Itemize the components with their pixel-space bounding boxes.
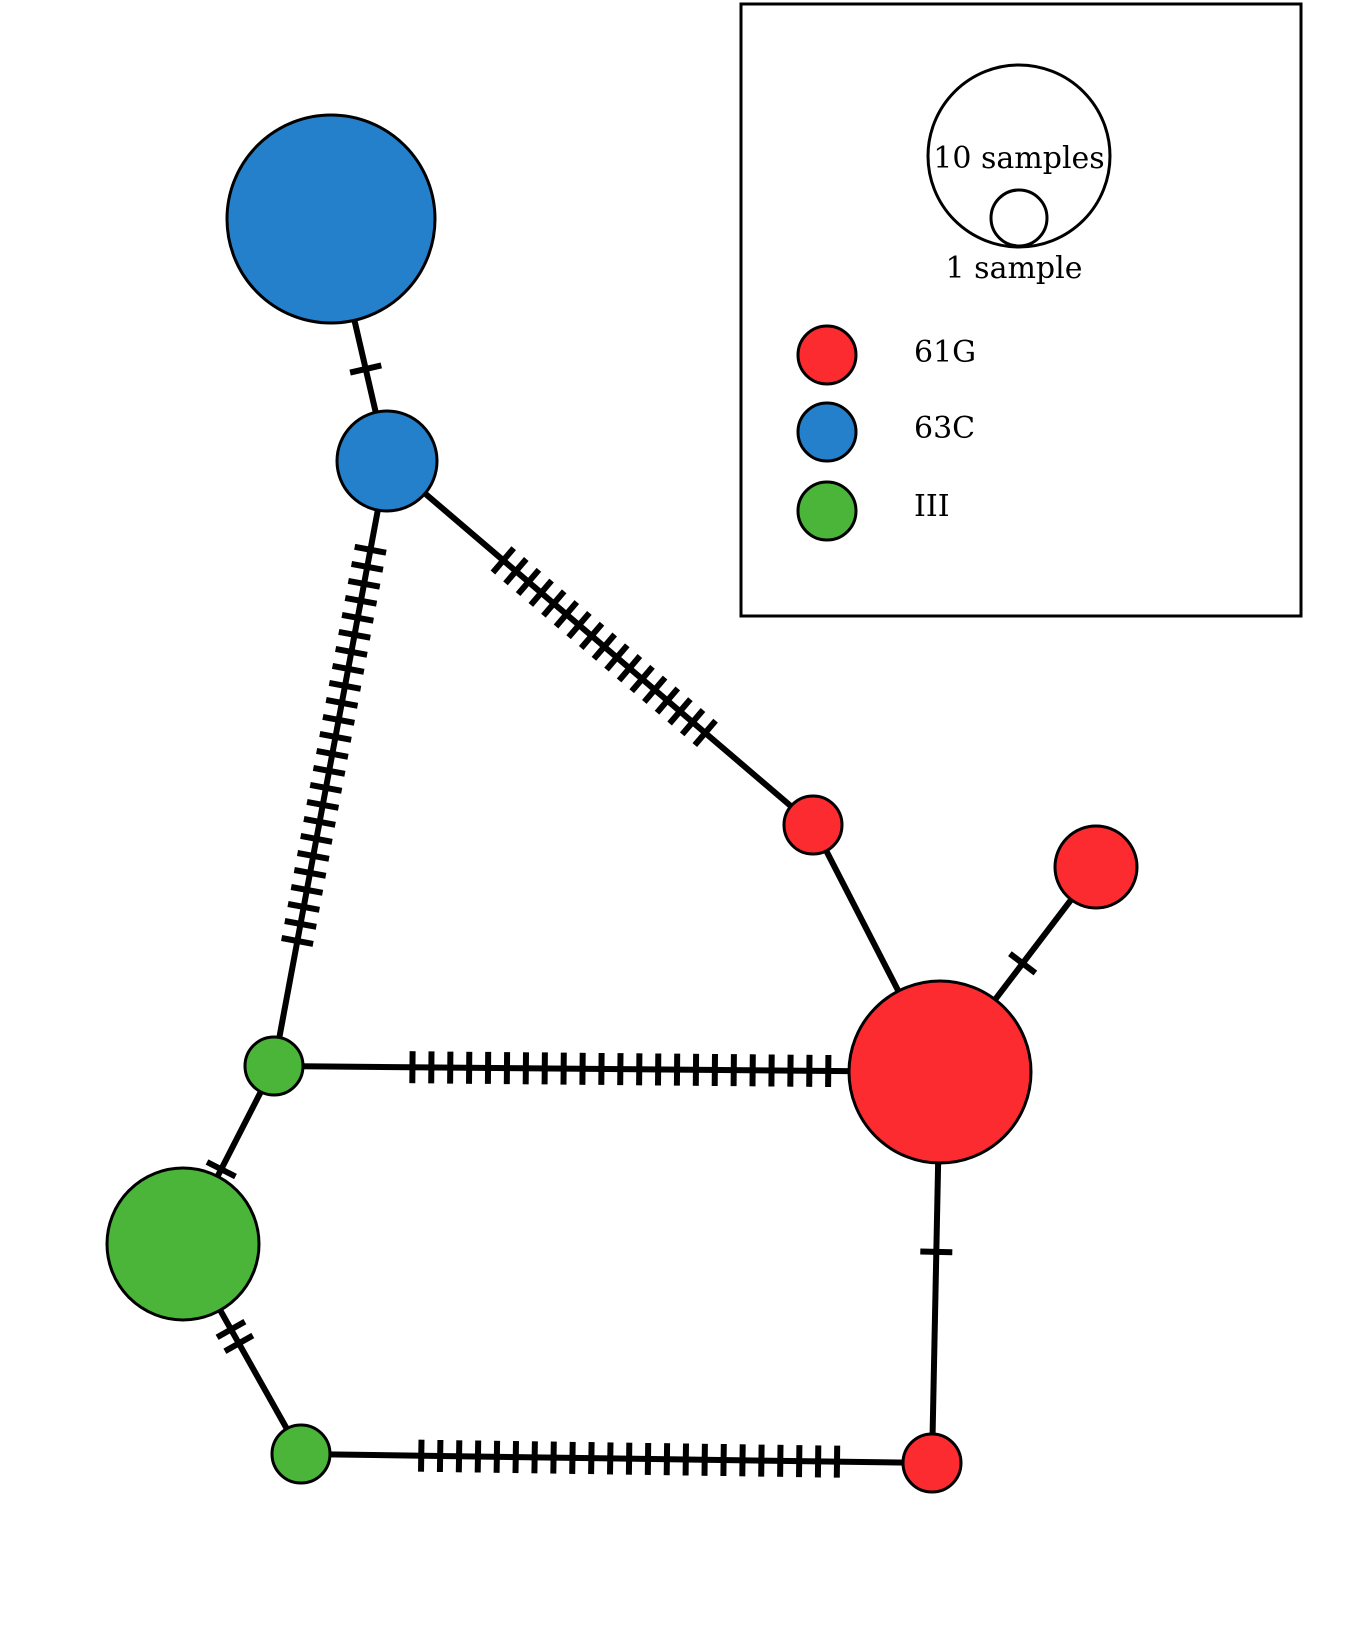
mutation-tick (304, 819, 335, 825)
mutation-tick (320, 734, 351, 740)
mutation-tick (307, 802, 339, 808)
mutation-tick (610, 1442, 611, 1474)
mutation-tick (291, 887, 322, 893)
haplotype-node-blue-large (227, 115, 435, 323)
mutation-tick (345, 598, 376, 604)
mutation-tick (288, 904, 319, 910)
edge-green-upper-to-red-hub (274, 1051, 940, 1087)
legend-size-label-large: 10 samples (933, 141, 1104, 176)
haplotype-node-red-bottom (903, 1434, 961, 1492)
mutation-tick (298, 853, 330, 859)
edge-line (274, 1066, 940, 1072)
legend-swatch-61g (798, 326, 856, 384)
mutation-tick (355, 547, 386, 553)
mutation-tick (591, 1442, 592, 1474)
haplotype-node-red-right (1055, 826, 1137, 908)
mutation-tick (282, 938, 314, 944)
legend-size-circle-small (991, 190, 1047, 246)
mutation-tick (350, 365, 381, 372)
mutation-tick (342, 615, 373, 621)
haplotype-node-green-bottom (272, 1425, 330, 1483)
mutation-tick (336, 649, 368, 655)
mutation-tick (459, 1440, 460, 1472)
haplotype-node-red-upper (784, 796, 842, 854)
edge-blue-small-to-green-upper (274, 461, 387, 1066)
mutation-tick (440, 1440, 441, 1472)
mutation-tick (516, 1441, 517, 1473)
legend: 10 samples 1 sample 61G 63C III (741, 4, 1301, 616)
haplotype-node-red-hub (849, 981, 1031, 1163)
legend-label-iii: III (914, 489, 950, 524)
haplotype-node-blue-small (337, 411, 437, 511)
mutation-tick (352, 564, 384, 570)
mutation-tick (294, 870, 326, 876)
mutation-tick (497, 1441, 498, 1473)
mutation-tick (301, 836, 332, 842)
mutation-tick (534, 1441, 535, 1473)
mutation-tick (920, 1252, 952, 1253)
mutation-tick (572, 1442, 573, 1474)
mutation-tick (310, 785, 342, 791)
haplotype-node-green-upper (245, 1037, 303, 1095)
haplotype-node-green-large (107, 1168, 259, 1320)
legend-swatch-iii (798, 482, 856, 540)
mutation-tick (339, 632, 371, 638)
mutation-tick (313, 768, 345, 774)
legend-label-61g: 61G (914, 335, 976, 370)
mutation-tick (553, 1442, 554, 1474)
mutation-tick (323, 717, 355, 723)
mutation-tick (348, 581, 380, 587)
legend-swatch-63c (798, 403, 856, 461)
mutation-tick (333, 666, 364, 672)
mutation-tick (326, 700, 358, 706)
mutation-tick (285, 921, 317, 927)
mutation-tick (317, 751, 348, 757)
mutation-tick (329, 683, 360, 689)
legend-label-63c: 63C (914, 411, 975, 446)
edge-green-bottom-to-red-bottom (301, 1440, 932, 1478)
legend-size-label-small: 1 sample (946, 251, 1083, 286)
mutation-tick (421, 1440, 422, 1472)
mutation-tick (478, 1441, 479, 1473)
